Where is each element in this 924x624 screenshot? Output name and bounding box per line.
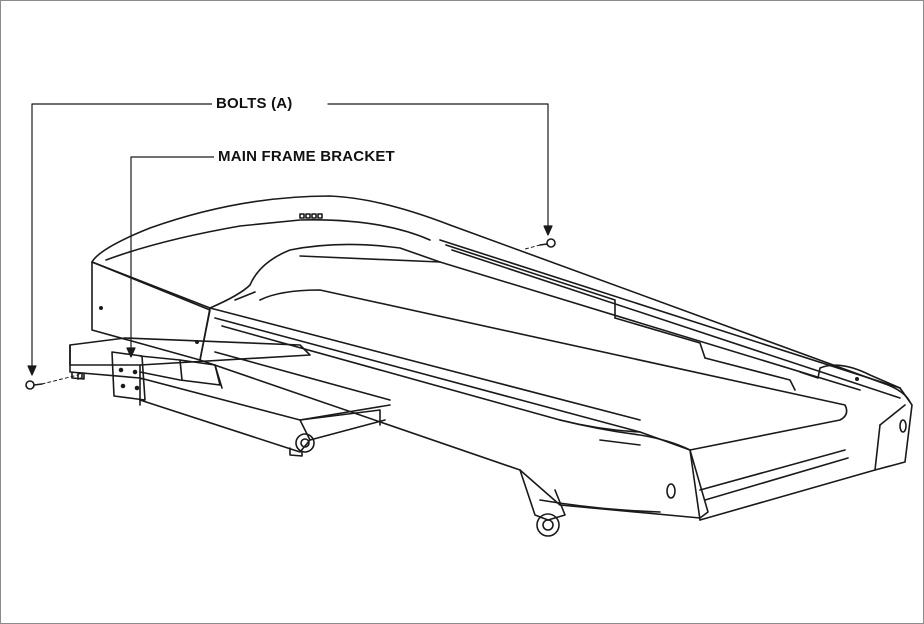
treadmill-deck [91,195,913,521]
rear-wheel-bracket [519,469,566,537]
bracket-leader-line [126,156,215,358]
bolt-right [524,238,556,250]
bolt-left [25,374,79,390]
main-frame-bracket-callout: MAIN FRAME BRACKET [214,148,399,166]
main-frame-bracket [77,351,146,401]
motor-housing [139,355,381,426]
bolts-leader-lines [27,103,553,376]
bolts-callout: BOLTS (A) [212,95,297,113]
